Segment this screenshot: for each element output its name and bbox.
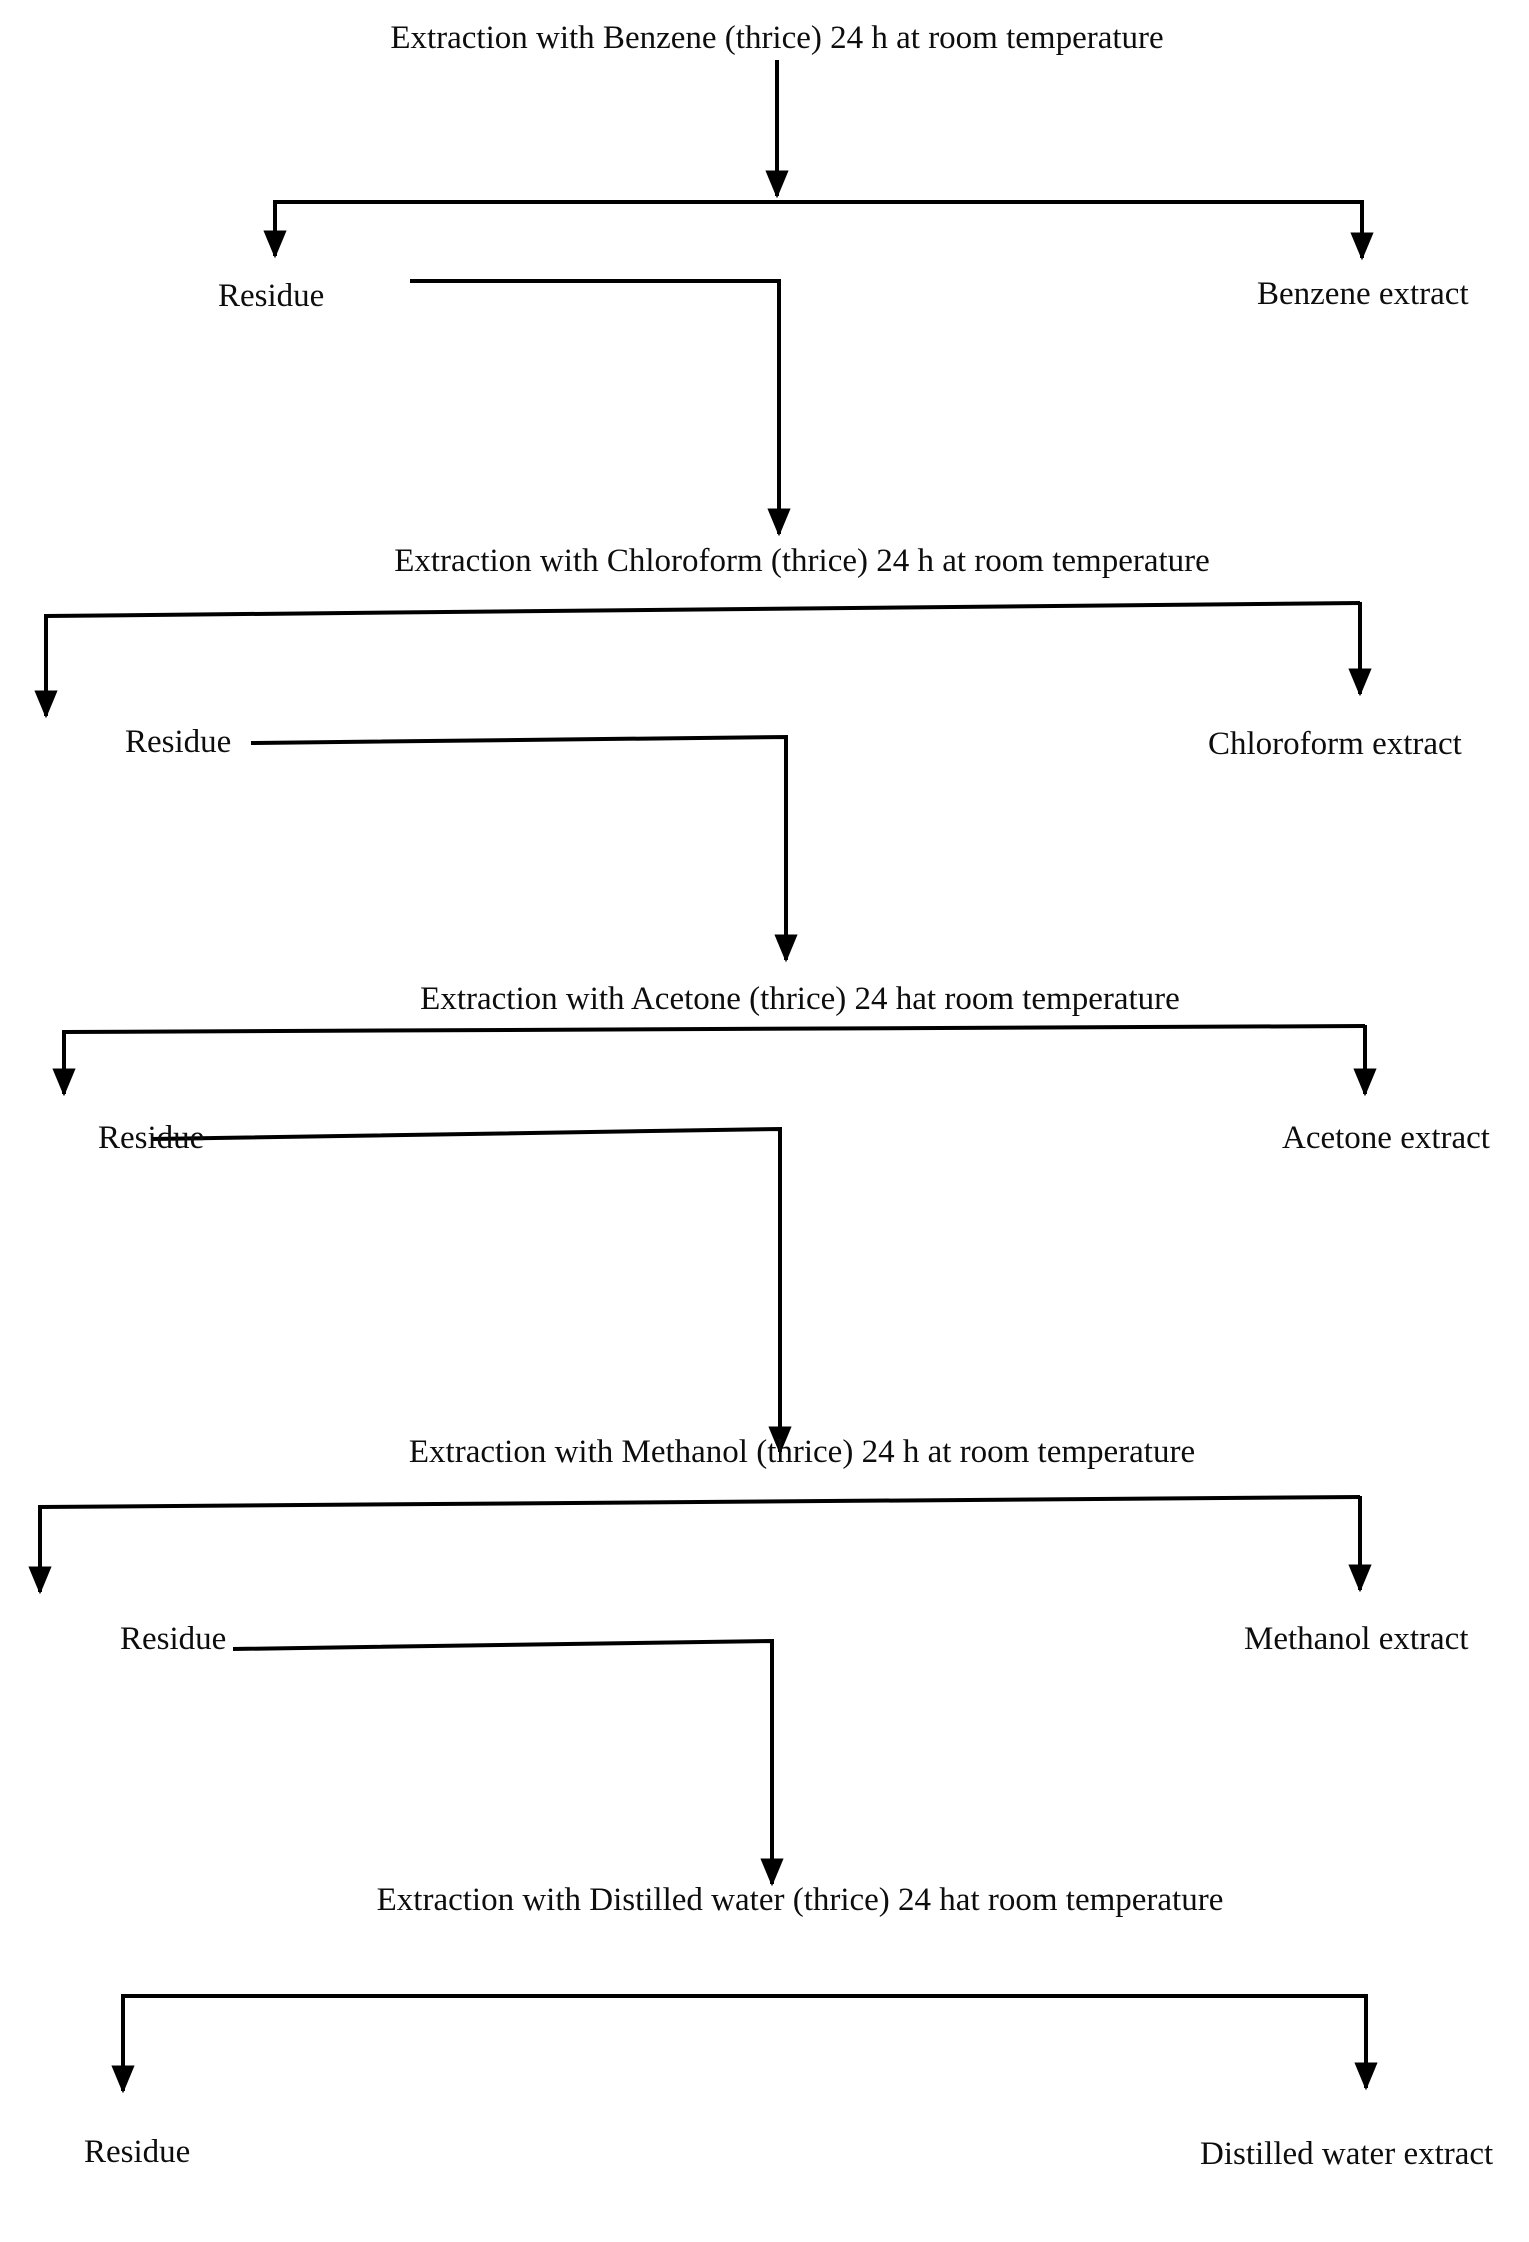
step-title-chloroform: Extraction with Chloroform (thrice) 24 h… — [394, 543, 1210, 579]
extract-label-distilled-water: Distilled water extract — [1200, 2136, 1494, 2172]
step-title-acetone: Extraction with Acetone (thrice) 24 hat … — [420, 981, 1180, 1017]
split-bar-chloroform — [45, 601, 1361, 618]
extract-label-benzene: Benzene extract — [1257, 276, 1469, 312]
split-bar-acetone — [63, 1024, 1366, 1034]
step-title-benzene: Extraction with Benzene (thrice) 24 h at… — [390, 20, 1164, 56]
step-title-distilled-water: Extraction with Distilled water (thrice)… — [376, 1882, 1224, 1918]
step-title-methanol: Extraction with Methanol (thrice) 24 h a… — [408, 1434, 1196, 1470]
residue-label-4: Residue — [120, 1621, 227, 1657]
extract-label-chloroform: Chloroform extract — [1208, 726, 1462, 762]
connector-residue-to-distilled-water — [232, 1638, 784, 1887]
connector-residue-to-chloroform — [410, 279, 791, 537]
residue-label-3: Residue — [98, 1120, 205, 1156]
residue-label-1: Residue — [218, 278, 325, 314]
connector-residue-to-acetone — [250, 734, 798, 963]
residue-label-5: Residue — [84, 2134, 191, 2170]
extract-label-methanol: Methanol extract — [1244, 1621, 1469, 1657]
split-bar-methanol — [39, 1495, 1361, 1509]
residue-label-2: Residue — [125, 724, 232, 760]
connector-residue-to-methanol — [151, 1126, 792, 1455]
extract-label-acetone: Acetone extract — [1282, 1120, 1490, 1156]
